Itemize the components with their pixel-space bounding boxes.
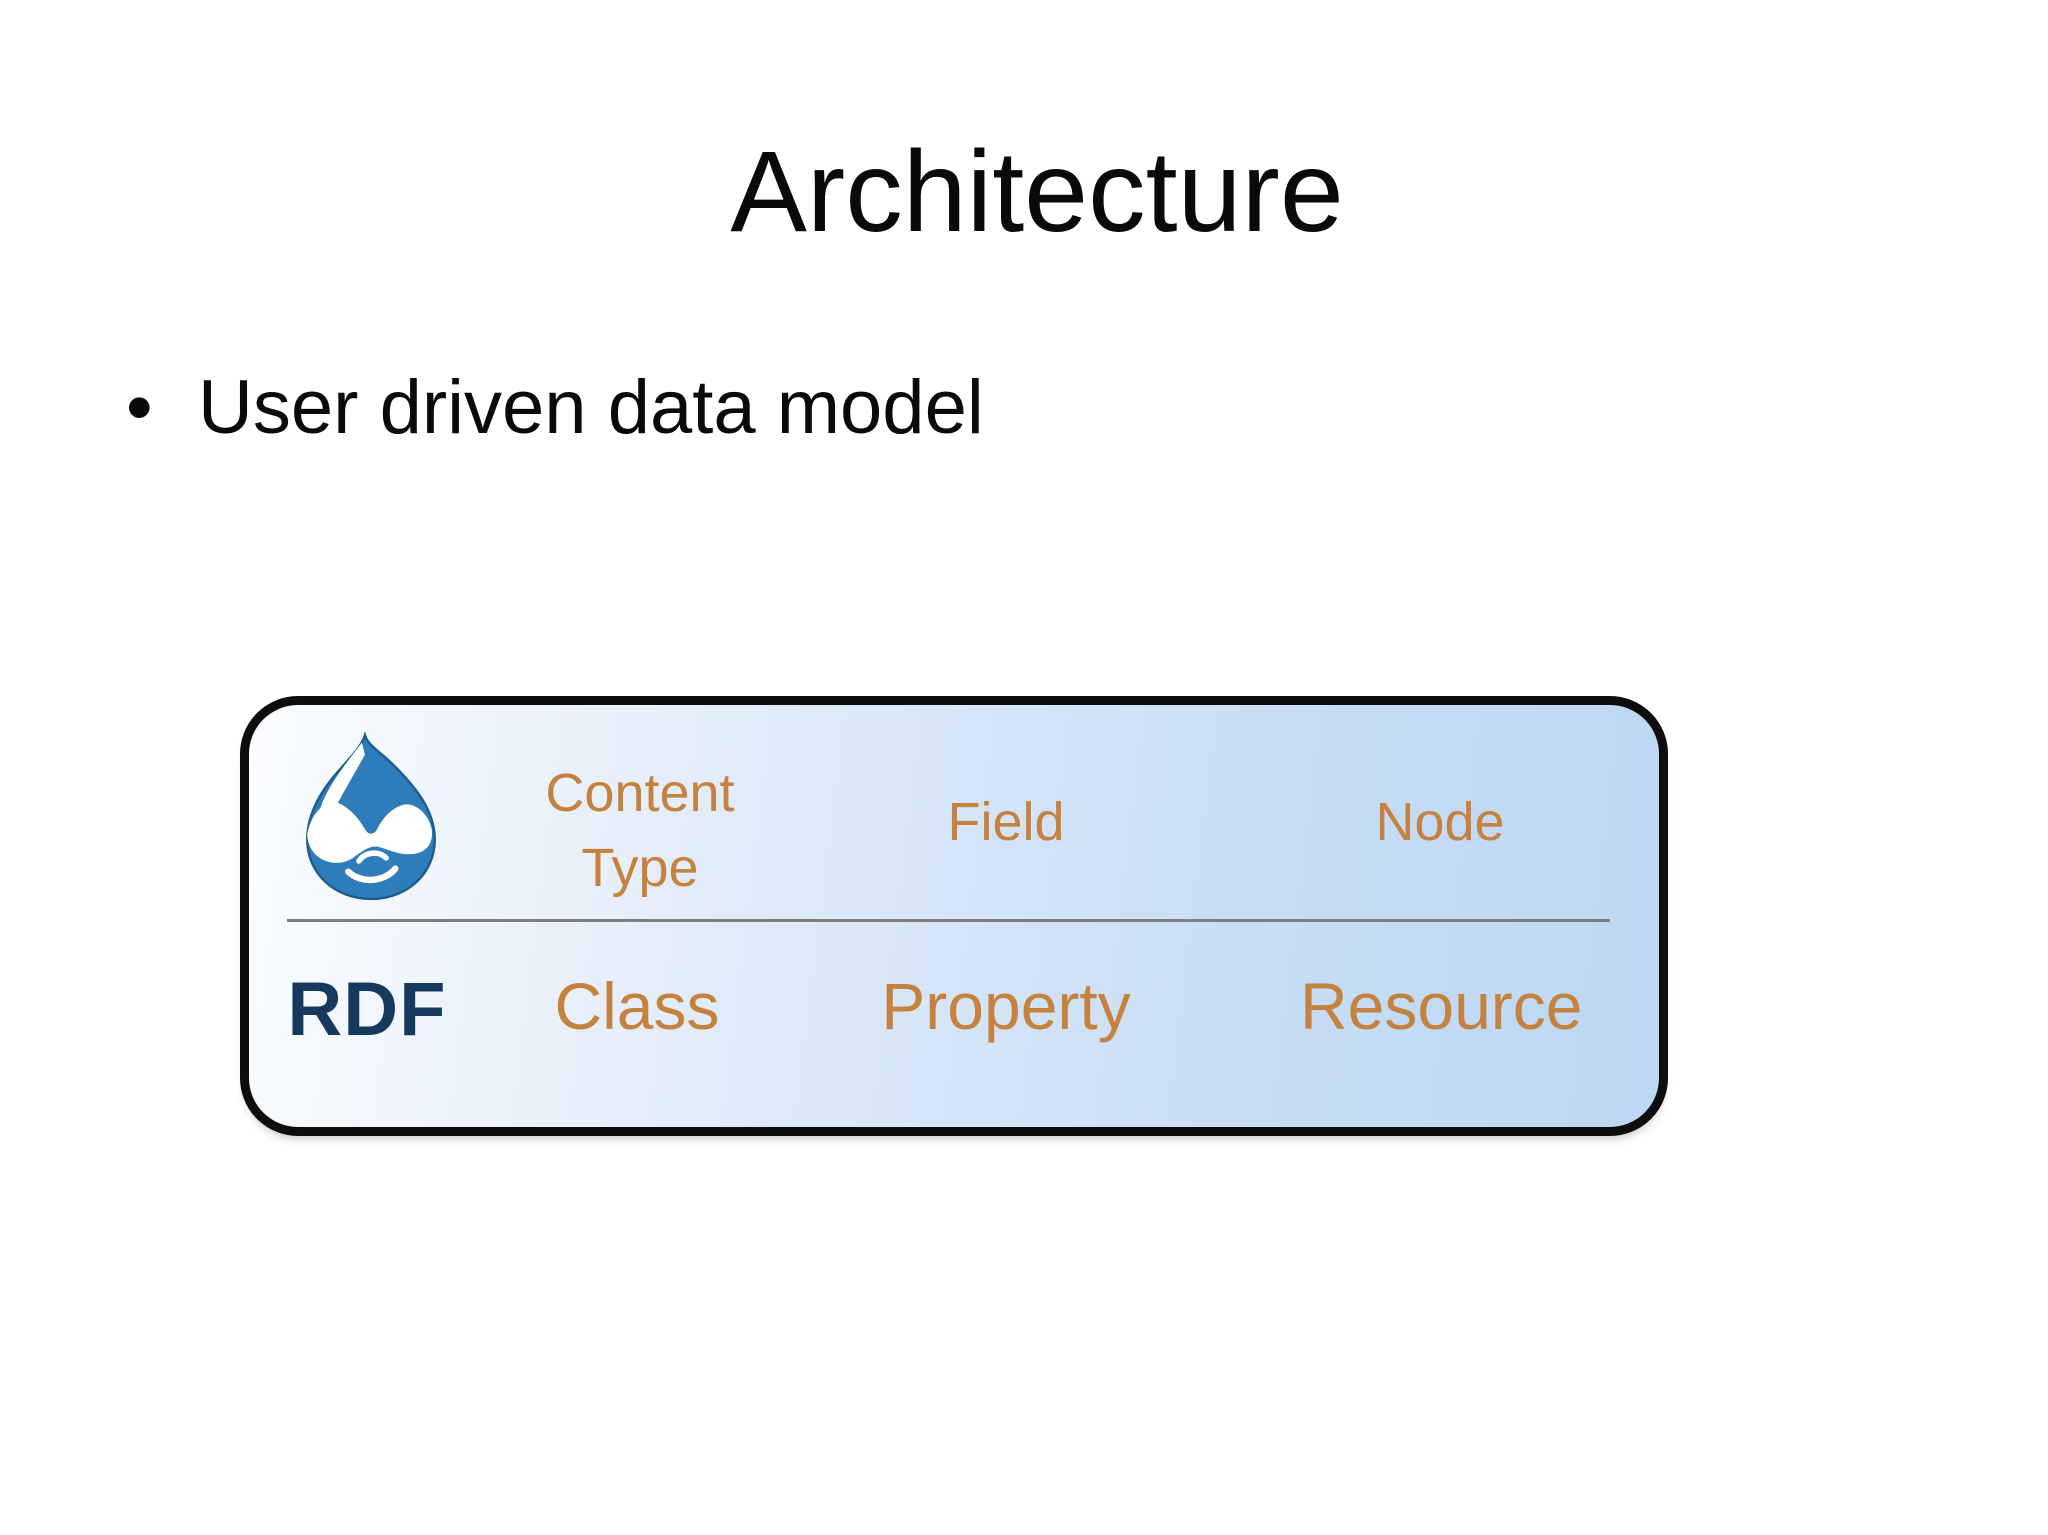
- cell-content-type: Content Type: [545, 763, 735, 899]
- cell-property: Property: [881, 969, 1131, 1043]
- bullet-marker: •: [126, 365, 153, 450]
- cell-resource: Resource: [1300, 969, 1583, 1043]
- cell-class: Class: [554, 969, 720, 1043]
- cell-field: Field: [947, 792, 1065, 852]
- row-header-rdf: RDF: [287, 967, 447, 1052]
- bullet-text: User driven data model: [198, 365, 984, 450]
- bullet-item: • User driven data model: [126, 362, 984, 453]
- cell-node: Node: [1375, 792, 1505, 852]
- page-title: Architecture: [730, 128, 1344, 256]
- drupal-logo-icon: [306, 732, 436, 901]
- row-divider: [287, 919, 1610, 922]
- architecture-mapping-box: Content Type Field Node RDF Class Proper…: [240, 696, 1668, 1136]
